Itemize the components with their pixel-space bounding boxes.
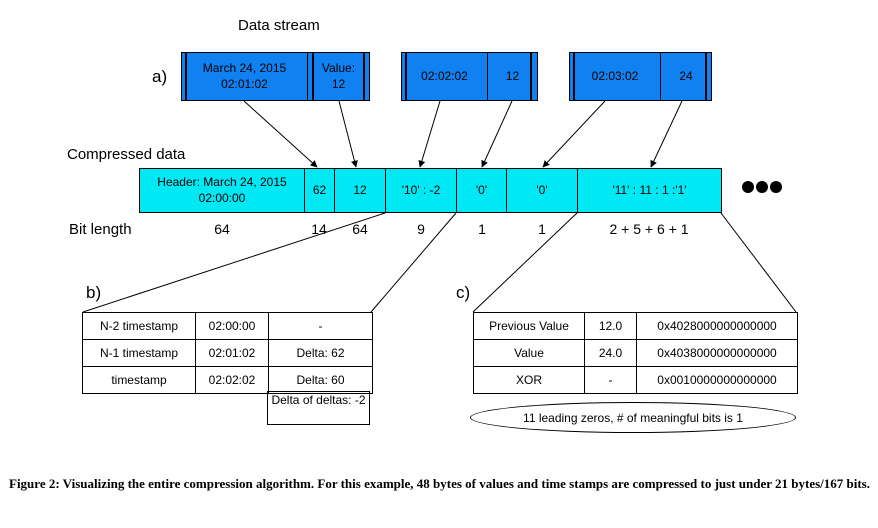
stream-value-3: 24	[660, 52, 712, 101]
stream-timestamp-3-text: 02:03:02	[591, 68, 639, 83]
compressed-xor-cell: '11' : 11 : 1 :'1'	[577, 168, 722, 213]
table-cell: Previous Value	[473, 312, 585, 340]
bit-length-zero-1: 1	[478, 221, 486, 237]
table-cell: N-1 timestamp	[82, 339, 196, 367]
zoom-line-b-right	[370, 212, 457, 313]
table-cell: -	[268, 312, 373, 340]
table-cell: XOR	[473, 366, 585, 394]
table-cell: 0x4028000000000000	[636, 312, 798, 340]
table-cell: Value	[473, 339, 585, 367]
figure-caption: Figure 2: Visualizing the entire compres…	[9, 476, 870, 491]
timestamp-table: N-2 timestamp 02:00:00 - N-1 timestamp 0…	[82, 312, 373, 394]
ellipsis-dots	[742, 181, 782, 193]
data-stream-title: Data stream	[238, 17, 320, 34]
delta-of-deltas-cell: Delta of deltas: -2	[267, 391, 370, 425]
zoom-line-c-left	[472, 212, 578, 313]
label-a: a)	[152, 67, 168, 86]
table-row: N-1 timestamp 02:01:02 Delta: 62	[82, 339, 373, 367]
table-cell: 0x4038000000000000	[636, 339, 798, 367]
table-cell: 02:01:02	[195, 339, 269, 367]
bit-length-value: 64	[352, 221, 368, 237]
leading-zeros-note-text: 11 leading zeros, # of meaningful bits i…	[523, 410, 743, 425]
bit-length-zero-2: 1	[538, 221, 546, 237]
table-cell: N-2 timestamp	[82, 312, 196, 340]
compressed-zero-cell-2: '0'	[506, 168, 578, 213]
delta-of-deltas-text: Delta of deltas: -2	[271, 393, 366, 407]
bit-length-title: Bit length	[69, 221, 132, 238]
bit-length-delta: 14	[311, 221, 327, 237]
table-cell: 02:02:02	[195, 366, 269, 394]
table-row: N-2 timestamp 02:00:00 -	[82, 312, 373, 340]
table-row: timestamp 02:02:02 Delta: 60	[82, 366, 373, 394]
arrow-timestamp-2	[418, 100, 441, 168]
xor-table: Previous Value 12.0 0x4028000000000000 V…	[473, 312, 798, 394]
compressed-dod-cell: '10' : -2	[385, 168, 457, 213]
table-row: XOR - 0x0010000000000000	[473, 366, 798, 394]
stream-value-2: 12	[487, 52, 538, 101]
table-cell: 12.0	[584, 312, 637, 340]
compressed-data-title: Compressed data	[67, 146, 186, 163]
compressed-value-cell: 12	[334, 168, 386, 213]
stream-timestamp-2-text: 02:02:02	[421, 68, 468, 83]
arrow-value-2	[481, 100, 513, 168]
zoom-line-c-right	[720, 212, 797, 313]
table-cell: Delta: 62	[268, 339, 373, 367]
table-cell: timestamp	[82, 366, 196, 394]
table-cell: 02:00:00	[195, 312, 269, 340]
stream-timestamp-3: 02:03:02	[569, 52, 661, 101]
table-cell: 0x0010000000000000	[636, 366, 798, 394]
table-cell: -	[584, 366, 637, 394]
bit-length-xor: 2 + 5 + 6 + 1	[609, 221, 689, 237]
arrow-value-3	[650, 100, 683, 168]
compressed-delta-cell: 62	[304, 168, 335, 213]
label-b: b)	[86, 283, 102, 302]
table-cell: 24.0	[584, 339, 637, 367]
stream-value-3-text: 24	[679, 68, 693, 83]
stream-value-1: Value: 12	[307, 52, 370, 101]
compressed-zero-cell-1: '0'	[456, 168, 507, 213]
compressed-header-cell: Header: March 24, 2015 02:00:00	[139, 168, 305, 213]
bit-length-header: 64	[214, 221, 230, 237]
zoom-line-b-left	[82, 212, 386, 313]
bit-length-dod: 9	[417, 221, 425, 237]
stream-timestamp-1-text: March 24, 2015 02:01:02	[202, 60, 287, 91]
stream-timestamp-2: 02:02:02	[401, 52, 488, 101]
leading-zeros-note: 11 leading zeros, # of meaningful bits i…	[470, 402, 796, 433]
stream-timestamp-1: March 24, 2015 02:01:02	[181, 52, 308, 101]
stream-value-1-text: Value: 12	[321, 60, 356, 91]
stream-value-2-text: 12	[505, 68, 520, 83]
arrow-timestamp-3	[542, 100, 606, 168]
compressed-header-text: Header: March 24, 2015 02:00:00	[157, 174, 287, 205]
table-row: Previous Value 12.0 0x4028000000000000	[473, 312, 798, 340]
label-c: c)	[456, 283, 471, 302]
table-row: Value 24.0 0x4038000000000000	[473, 339, 798, 367]
table-cell: Delta: 60	[268, 366, 373, 394]
arrow-timestamp-1	[243, 100, 318, 168]
arrow-value-1	[338, 100, 358, 168]
